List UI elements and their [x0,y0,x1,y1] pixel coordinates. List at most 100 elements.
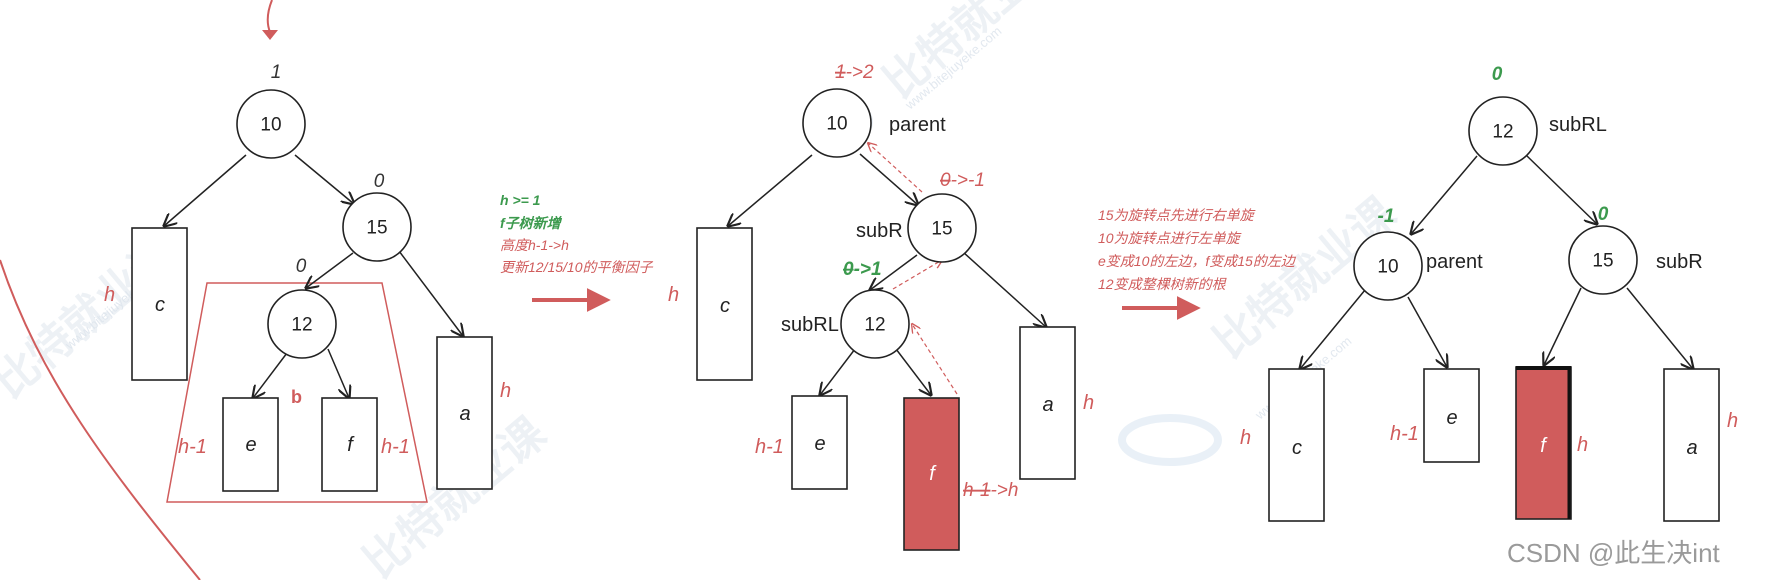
edge-p2-12-e [820,348,856,395]
subtree-f-label: f [347,434,355,456]
note-2-line-1: 15为旋转点先进行右单旋 [1098,207,1256,223]
node-p2-12 [840,289,910,359]
edge-p2-15-12 [870,254,918,290]
p3-subtree-f-label: f [1540,435,1548,457]
edge-p2-12-f [895,348,931,395]
subtree-c-label: c [155,294,165,316]
node-p3-15-value: 15 [1592,251,1613,272]
p3-subtree-f [1515,366,1572,520]
note-2-line-4: 12变成整棵树新的根 [1098,276,1228,292]
p2-height-f: h-1->h [963,480,1018,501]
node-12-value: 12 [291,315,312,336]
subtree-a-label: a [459,403,470,425]
edge-p3-15-a [1626,287,1693,369]
panel-2-after-insert: 1->2 0->-1 0->1 10 parent 15 subR 12 sub… [668,62,1094,551]
node-10 [236,89,306,159]
p2-subtree-a [1019,326,1076,480]
edge-p3-15-f [1544,287,1582,365]
bf-p3-10: -1 [1378,206,1395,227]
node-p3-10-value: 10 [1377,257,1398,278]
label-parent: parent [889,114,946,136]
node-p3-12 [1468,96,1538,166]
p3-subtree-a [1663,368,1720,522]
subtree-b-outline [166,282,428,503]
p2-subtree-c-label: c [720,295,730,317]
edge-12-e [253,348,291,398]
node-p2-15 [907,193,977,263]
p3-subtree-a-label: a [1686,437,1697,459]
edge-p2-10-c [728,154,813,226]
p3-height-c: h [1240,427,1251,449]
p3-subtree-c [1268,368,1325,522]
note-2-line-2: 10为旋转点进行左单旋 [1098,230,1242,246]
label-p3-subR: subR [1656,251,1703,273]
edge-15-12 [306,252,354,288]
edge-p3-10-c [1300,289,1366,369]
node-p2-10-value: 10 [826,114,847,135]
edge-p3-10-e [1407,296,1447,367]
bf-p3-15: 0 [1598,204,1609,225]
label-p3-subRL: subRL [1549,114,1607,136]
p2-height-a: h [1083,392,1094,414]
p2-subtree-a-label: a [1042,394,1053,416]
bf-12: 0 [296,256,307,277]
label-p3-parent: parent [1426,251,1483,273]
watermark-logo [1118,414,1222,466]
node-12 [267,289,337,359]
node-p3-12-value: 12 [1492,122,1513,143]
edge-p3-12-10 [1411,155,1478,234]
propagate-f-12 [912,324,958,395]
edge-15-a [398,250,463,336]
edge-p2-15-a [962,251,1046,327]
p2-subtree-f-label: f [929,463,937,485]
node-p2-10 [802,88,872,158]
edge-p3-12-15 [1526,155,1597,224]
height-f: h-1 [381,436,410,458]
bf-12-new: 0->1 [843,259,882,280]
node-p2-15-value: 15 [931,219,952,240]
subtree-c [131,227,188,381]
label-subR: subR [856,220,903,242]
node-10-value: 10 [260,115,281,136]
p2-subtree-e [791,395,848,490]
p2-subtree-e-label: e [814,433,825,455]
propagate-12-15 [892,260,942,290]
panel-3-after-rotation: 0 -1 0 12 subRL 10 parent 15 subR c h e … [1240,64,1738,522]
subtree-a [436,336,493,490]
p3-height-f: h [1577,434,1588,456]
node-15-value: 15 [366,218,387,239]
p2-subtree-f [903,397,960,551]
red-curve [0,259,201,580]
note-1-line-1: h >= 1 [500,192,541,208]
bf-15: 0 [374,171,385,192]
step-1-notes: h >= 1 f子树新增 高度h-1->h 更新12/15/10的平衡因子 [500,192,653,312]
node-p3-15 [1568,225,1638,295]
p2-height-c: h [668,284,679,306]
node-15 [342,192,412,262]
subtree-e [222,397,279,492]
subtree-b-label: b [291,387,302,407]
node-p2-12-value: 12 [864,315,885,336]
bf-15-new: 0->-1 [940,170,985,191]
subtree-e-label: e [245,434,256,456]
note-2-line-3: e变成10的左边，f变成15的左边 [1098,253,1297,269]
propagate-15-10 [868,143,923,193]
red-pointer-arrowhead [262,30,278,40]
subtree-f [321,397,378,492]
node-p3-10 [1353,231,1423,301]
p3-height-a: h [1727,410,1738,432]
edge-10-15 [294,154,354,204]
note-1-line-2: f子树新增 [500,215,563,231]
p3-subtree-e-label: e [1446,407,1457,429]
p3-subtree-c-label: c [1292,437,1302,459]
edge-p2-10-15 [859,153,918,205]
p3-height-e: h-1 [1390,423,1419,445]
bf-10-new: 1->2 [835,62,874,83]
p2-subtree-c [696,227,753,381]
height-a: h [500,380,511,402]
height-e: h-1 [178,436,207,458]
edge-10-c [164,154,247,226]
height-c: h [104,284,115,306]
label-subRL: subRL [781,314,839,336]
note-1-line-4: 更新12/15/10的平衡因子 [500,259,653,275]
